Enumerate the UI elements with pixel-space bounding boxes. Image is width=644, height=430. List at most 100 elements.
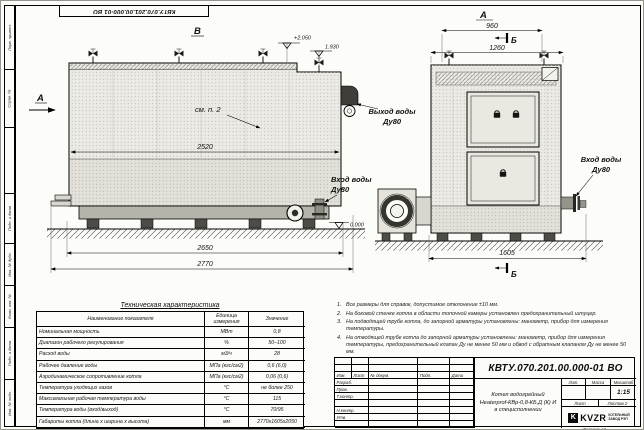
grate-drive: [286, 204, 304, 222]
water-inlet-pipe: [560, 194, 587, 212]
note-number: 3.: [337, 319, 342, 326]
tech-row-name: Номинальная мощность: [37, 327, 205, 339]
notes-list: 1. Все размеры для справок, допустимое от…: [337, 302, 633, 357]
sign-row-label: Разраб.: [335, 379, 369, 386]
product-name: Котел водогрейный Heaterprof-КВр-0,8-КБ.…: [475, 379, 562, 428]
padlock-icon: [512, 110, 520, 118]
water-inlet-pipe: [312, 198, 327, 220]
product-name-line3: в специсполнении: [494, 407, 542, 414]
margin-stamp: Подп. и дата: [5, 328, 14, 380]
scale-value: 1:15: [611, 386, 636, 400]
inlet-leader: [575, 174, 594, 197]
note-item: 3.На подводящей трубе котла, до запорной…: [337, 319, 633, 333]
scale-label: Масштаб: [611, 379, 636, 386]
logo-sub-line1: КОТЕЛЬНЫЙ: [608, 412, 630, 417]
drawing-frame: [15, 5, 641, 427]
outlet-leader: [356, 103, 379, 110]
inlet-label-line1: Вход воды: [331, 175, 372, 184]
valve-icon: [88, 48, 98, 63]
tech-row-unit: МВт: [205, 327, 249, 339]
tech-row-unit: МПа (кгс/см2): [205, 371, 249, 383]
support-feet: [86, 218, 316, 229]
elevation-ground: 0.000: [329, 222, 365, 230]
valve-icon: [539, 50, 549, 65]
view-label-B: В: [194, 26, 201, 37]
dim-label-2650: 2650: [196, 245, 213, 252]
see-note-leader: [226, 114, 261, 129]
tech-row-unit: м3/ч: [205, 349, 249, 361]
tech-row-unit: °С: [205, 405, 249, 417]
front-view: 960 1260 Б Б А 1605 Выход вод: [356, 10, 622, 279]
col-izm: Изм.: [335, 372, 352, 379]
tech-row-unit: %: [205, 338, 249, 350]
tech-row-value: не более 250: [249, 383, 305, 395]
tech-row-value: 0,06 (0,6): [249, 372, 305, 383]
col-data: Дата: [450, 372, 474, 379]
tech-row-name: Температура воды (вход/выход): [37, 405, 205, 417]
title-block: Изм. Лист № докум. Подп. Дата Разраб. Пр…: [334, 357, 636, 428]
margin-stamp: Перв. примен.: [5, 6, 14, 70]
tech-row-value: 2770х1605х2050: [249, 417, 305, 428]
tech-col-header-name: Наименование показателя: [37, 312, 205, 327]
mass-label: Масса: [586, 379, 611, 386]
valve-icon: [258, 48, 268, 63]
inlet-leader: [324, 194, 338, 203]
lit-value: [562, 386, 586, 400]
section-mark-bottom: Б: [494, 263, 517, 279]
sign-row-label: Утв.: [335, 414, 369, 421]
step-ladder: [50, 194, 72, 207]
format-label: Формат А3: [583, 426, 606, 430]
water-outlet-port: [340, 85, 359, 117]
section-mark-top: Б: [494, 33, 517, 45]
note-text: На боковой стенке котла в области топочн…: [346, 310, 597, 317]
tech-row-unit: °С: [205, 382, 249, 395]
tech-row-value: 115: [249, 394, 305, 406]
tech-row-unit: мм: [205, 416, 249, 428]
tech-row-name: Габариты котла (длина х ширина х высота): [37, 416, 205, 428]
sign-row-label: Н.контр.: [335, 407, 369, 414]
tech-col-header-unit: Единица измерения: [205, 312, 249, 327]
see-note-label: см. п. 2: [195, 105, 221, 114]
tech-row-value: 28: [249, 349, 305, 361]
view-label-A: А: [479, 10, 487, 21]
col-list: Лист: [351, 372, 369, 379]
section-label-bottom: Б: [511, 270, 517, 279]
top-insulation-band: [435, 71, 557, 86]
valve-icon: [444, 50, 454, 65]
lit-label: Лит.: [562, 379, 586, 386]
tech-row-unit: °С: [205, 394, 249, 406]
note-text: Все размеры для справок, допустимое откл…: [346, 302, 499, 308]
outlet-label-line2: Ду80: [382, 117, 402, 126]
col-podp: Подп.: [418, 372, 451, 379]
logo-sub-line2: ЗАВОД РЭП: [608, 416, 628, 421]
tech-row-name: Аэродинамическое сопротивление котла: [37, 371, 205, 383]
ground-hatch: [375, 241, 603, 251]
sheets-total: Листов 2: [599, 400, 636, 407]
manufacturer-logo: K KVZR КОТЕЛЬНЫЙ ЗАВОД РЭП: [562, 407, 636, 428]
margin-stamp: Подп. и дата: [5, 194, 14, 244]
margin-stamp: Справ. №: [5, 70, 14, 128]
panel-seams: [452, 87, 548, 205]
valve-icon: [174, 48, 184, 63]
note-item: 2. На боковой стенке котла в области топо…: [337, 311, 633, 318]
tech-table-title: Техническая характеристика: [120, 302, 220, 309]
tech-row-value: 70/95: [249, 405, 305, 417]
margin-stamp: Взам. инв. №: [5, 286, 14, 328]
margin-stamp-column: Перв. примен. Справ. № Подп. и дата Инв.…: [4, 5, 15, 427]
upper-door: [466, 91, 540, 148]
elevation-step: 1.930: [310, 45, 340, 71]
tech-row-name: Максимальная рабочая температура воды: [37, 394, 205, 406]
padlock-icon: [493, 110, 501, 118]
tech-col-header-value: Значение: [249, 312, 305, 327]
tech-row-value: 0,8: [249, 327, 305, 339]
note-number: 1.: [337, 302, 342, 308]
inlet-label-line1: Вход воды: [581, 155, 622, 164]
tech-characteristics-table: Техническая характеристика Наименование …: [36, 300, 305, 429]
note-number: 2.: [337, 310, 342, 317]
rotated-doc-number-stamp: КВТУ.070.201.00.000-01 ВО: [59, 5, 209, 17]
inlet-label-line2: Ду80: [330, 185, 350, 194]
top-insulation-strip: [69, 63, 297, 70]
furnace-band: [69, 159, 341, 206]
dim-label-2520: 2520: [196, 144, 213, 151]
